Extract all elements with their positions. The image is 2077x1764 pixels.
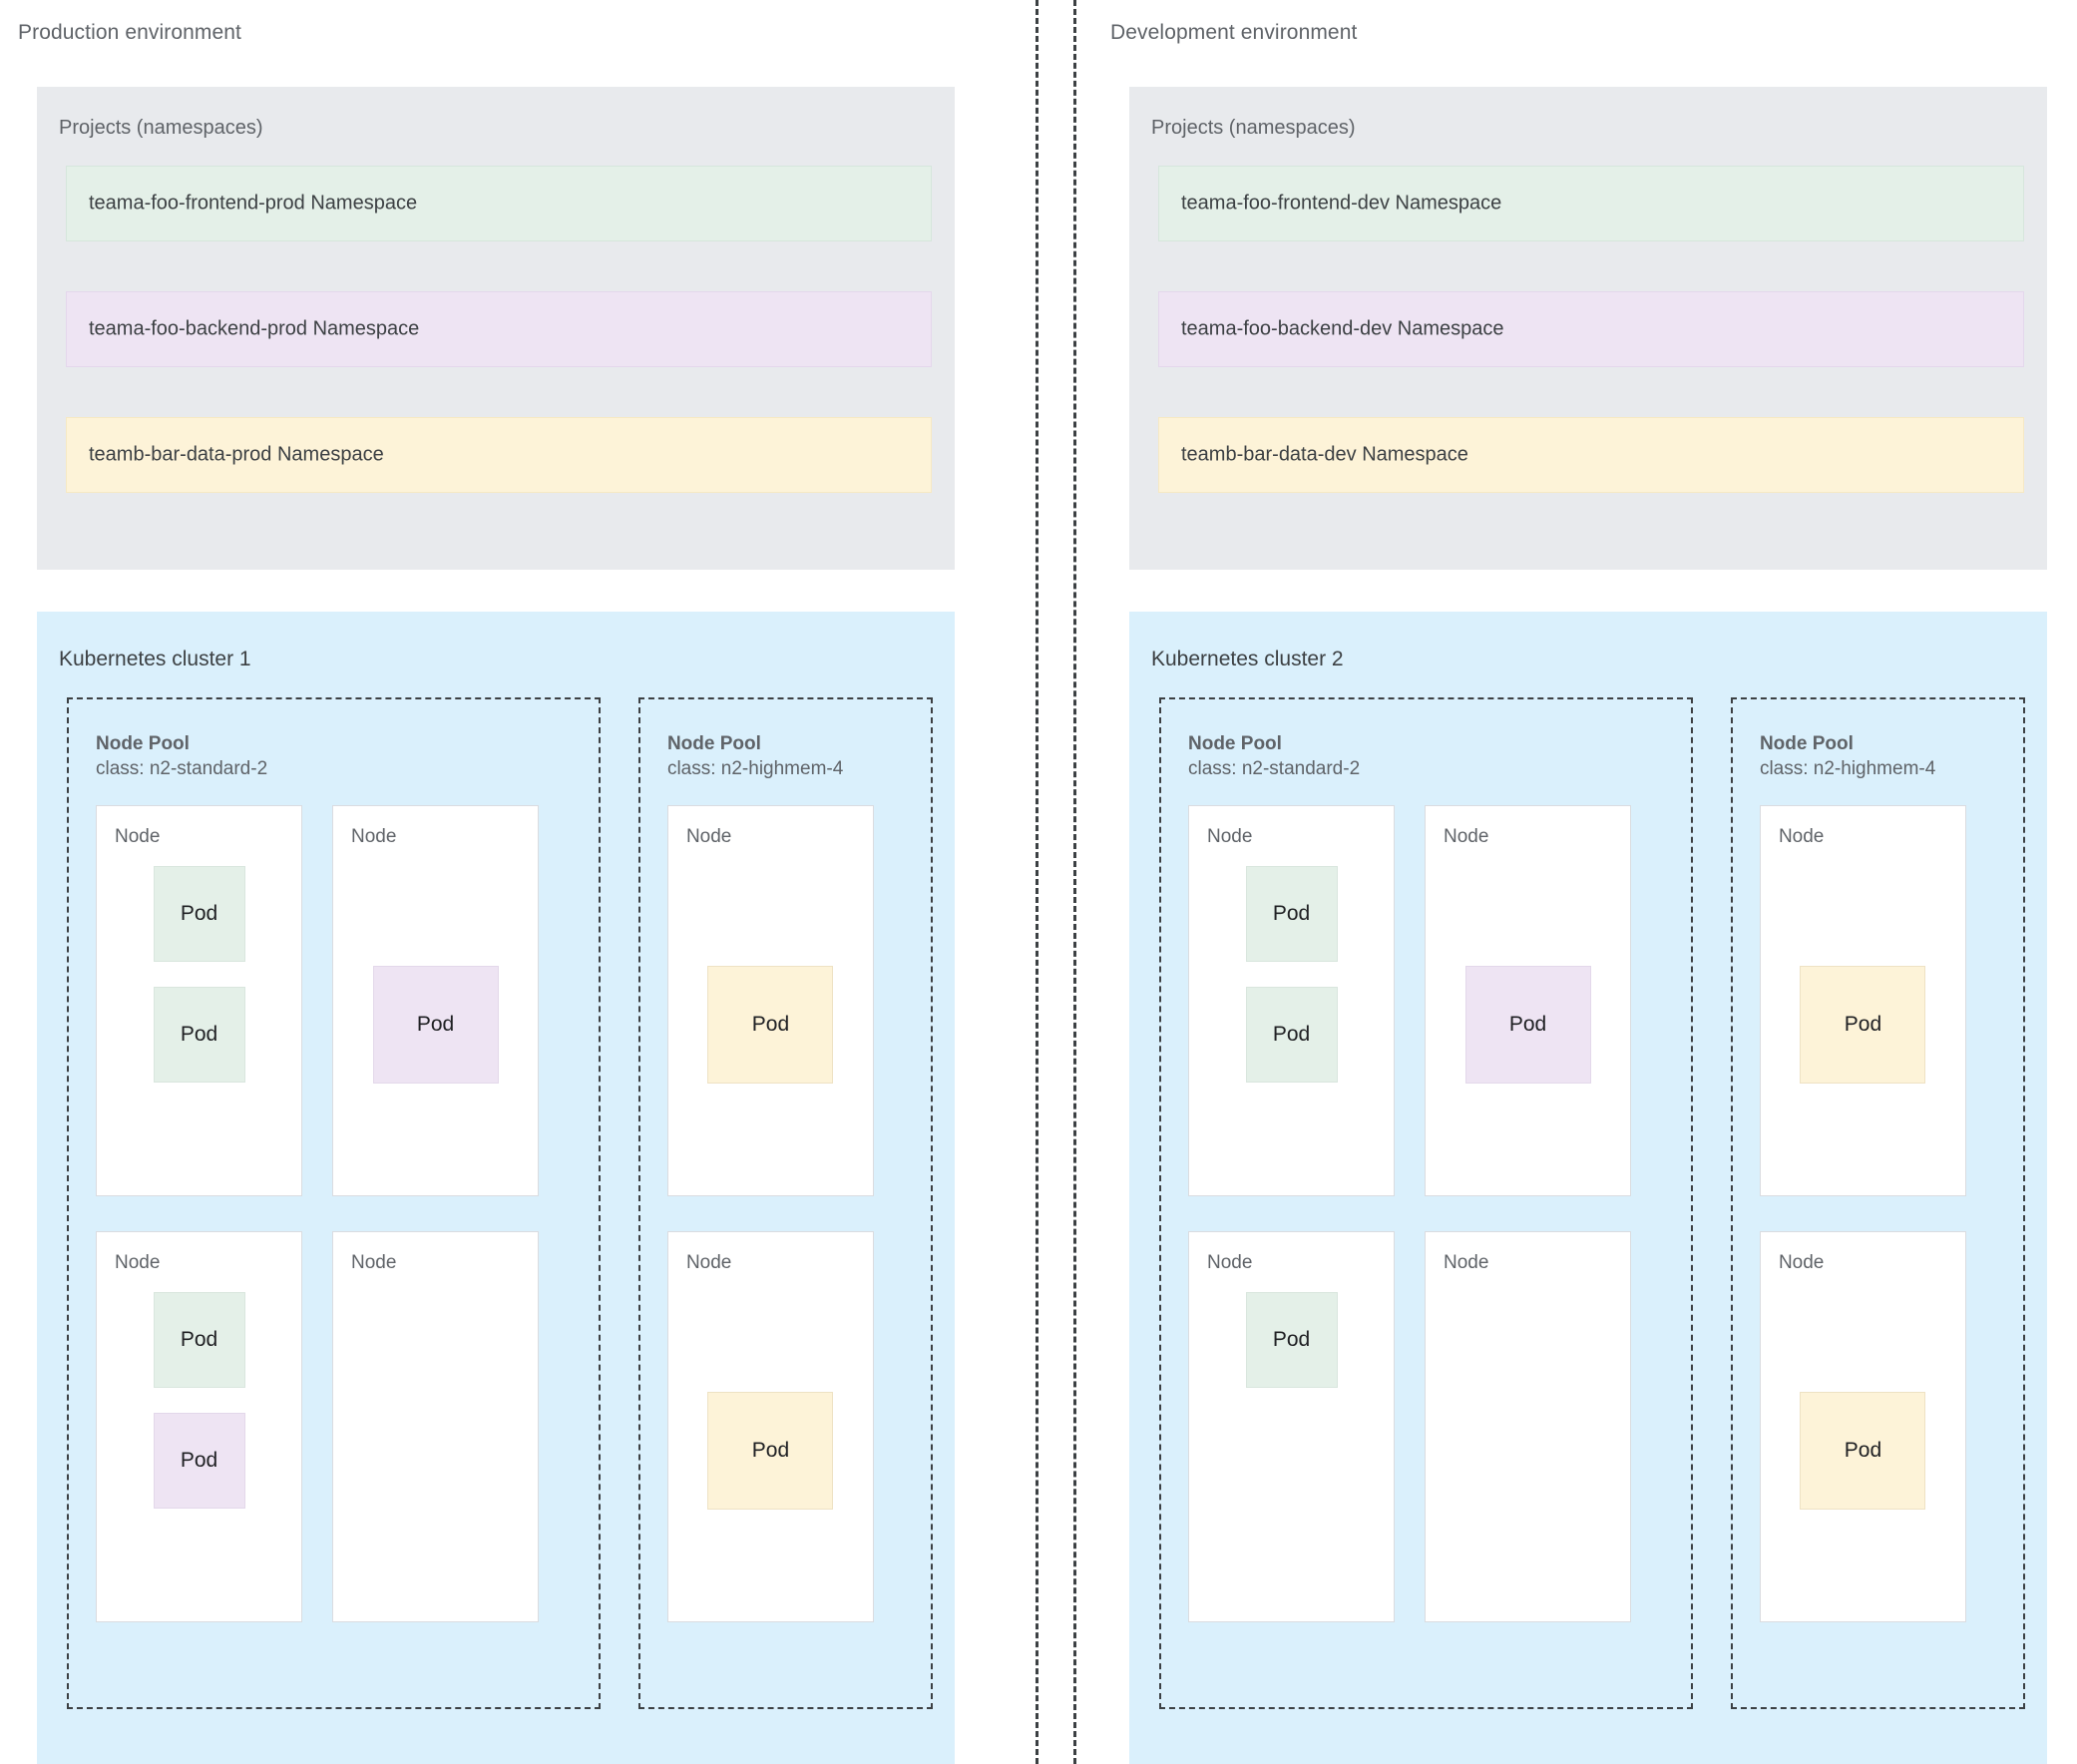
pod[interactable]: Pod (1245, 1292, 1338, 1388)
pod-list: Pod Pod (97, 1292, 301, 1609)
node-label: Node (351, 1252, 397, 1273)
node-label: Node (685, 826, 732, 847)
namespace-label: teama-foo-frontend-dev Namespace (1181, 192, 1502, 215)
node[interactable]: Node (332, 1231, 539, 1622)
namespace-label: teama-foo-backend-dev Namespace (1181, 317, 1504, 340)
node-pool-list: Node Pool class: n2-standard-2 Node Pod … (1159, 697, 2025, 1764)
node-label: Node (115, 1252, 161, 1273)
pod[interactable]: Pod (153, 1413, 245, 1509)
pod[interactable]: Pod (707, 1392, 834, 1510)
node-pool-class: class: n2-highmem-4 (666, 758, 844, 780)
node-grid: Node Pod Pod Node Pod (96, 805, 572, 1677)
namespace-item[interactable]: teama-foo-backend-dev Namespace (1158, 291, 2024, 367)
node[interactable]: Node Pod (666, 805, 874, 1196)
namespace-item[interactable]: teama-foo-frontend-dev Namespace (1158, 166, 2024, 241)
namespace-label: teama-foo-backend-prod Namespace (89, 317, 420, 340)
cluster-title: Kubernetes cluster 1 (59, 648, 251, 670)
pod[interactable]: Pod (707, 966, 834, 1084)
pod-list: Pod (1426, 866, 1630, 1183)
node[interactable]: Node Pod Pod (96, 1231, 302, 1622)
node-pool-name: Node Pool (1188, 733, 1282, 754)
namespace-list: teama-foo-frontend-dev Namespace teama-f… (1158, 166, 2024, 493)
node[interactable]: Node Pod Pod (1188, 805, 1395, 1196)
node[interactable]: Node Pod (1425, 805, 1631, 1196)
node[interactable]: Node Pod Pod (96, 805, 302, 1196)
pod[interactable]: Pod (153, 1292, 245, 1388)
node-pool-name: Node Pool (666, 733, 761, 754)
pod[interactable]: Pod (153, 987, 245, 1083)
pod-list (333, 1292, 538, 1609)
namespace-item[interactable]: teamb-bar-data-dev Namespace (1158, 417, 2024, 493)
pod[interactable]: Pod (1800, 966, 1926, 1084)
node-label: Node (1207, 826, 1253, 847)
node-label: Node (1778, 1252, 1825, 1273)
node-grid: Node Pod Pod Node Pod (1188, 805, 1664, 1677)
node-pool: Node Pool class: n2-standard-2 Node Pod … (67, 697, 601, 1709)
projects-title: Projects (namespaces) (1151, 117, 1356, 139)
node-pool: Node Pool class: n2-standard-2 Node Pod … (1159, 697, 1693, 1709)
node[interactable]: Node Pod (1188, 1231, 1395, 1622)
pod[interactable]: Pod (153, 866, 245, 962)
node[interactable]: Node Pod (666, 1231, 874, 1622)
namespace-item[interactable]: teamb-bar-data-prod Namespace (66, 417, 932, 493)
pod-list: Pod (668, 1292, 873, 1609)
node[interactable]: Node Pod (332, 805, 539, 1196)
pod[interactable]: Pod (1800, 1392, 1926, 1510)
node-label: Node (1444, 826, 1489, 847)
node-pool-header: Node Pool class: n2-highmem-4 (667, 731, 843, 781)
environment-production: Production environment Projects (namespa… (0, 0, 1008, 1764)
pod-list: Pod Pod (1189, 866, 1394, 1183)
namespace-label: teamb-bar-data-dev Namespace (1181, 443, 1468, 466)
namespace-list: teama-foo-frontend-prod Namespace teama-… (66, 166, 932, 493)
node-pool-name: Node Pool (96, 733, 190, 754)
pod-list: Pod (333, 866, 538, 1183)
node-pool-name: Node Pool (1759, 733, 1854, 754)
node-pool: Node Pool class: n2-highmem-4 Node Pod N… (1730, 697, 2025, 1709)
namespace-item[interactable]: teama-foo-backend-prod Namespace (66, 291, 932, 367)
node-pool-header: Node Pool class: n2-highmem-4 (1760, 731, 1935, 781)
projects-card: Projects (namespaces) teama-foo-frontend… (37, 87, 955, 570)
node-label: Node (115, 826, 161, 847)
node-grid: Node Pod Node Pod (1759, 805, 1996, 1677)
pod[interactable]: Pod (372, 966, 499, 1084)
environment-divider-left (1036, 0, 1038, 1764)
pod-list (1426, 1292, 1630, 1609)
pod[interactable]: Pod (1245, 866, 1338, 962)
environment-development: Development environment Projects (namesp… (1092, 0, 2077, 1764)
node-pool-list: Node Pool class: n2-standard-2 Node Pod … (67, 697, 933, 1764)
namespace-label: teamb-bar-data-prod Namespace (89, 443, 384, 466)
node-label: Node (351, 826, 397, 847)
pod-list: Pod (668, 866, 873, 1183)
node-label: Node (1444, 1252, 1489, 1273)
environment-divider-right (1073, 0, 1076, 1764)
environment-title: Development environment (1110, 21, 1358, 44)
namespace-item[interactable]: teama-foo-frontend-prod Namespace (66, 166, 932, 241)
node-pool-header: Node Pool class: n2-standard-2 (96, 731, 267, 781)
kubernetes-cluster-card: Kubernetes cluster 2 Node Pool class: n2… (1129, 612, 2047, 1764)
node-pool: Node Pool class: n2-highmem-4 Node Pod N… (637, 697, 933, 1709)
node-label: Node (685, 1252, 732, 1273)
environment-title: Production environment (18, 21, 241, 44)
pod[interactable]: Pod (1245, 987, 1338, 1083)
node-pool-class: class: n2-highmem-4 (1759, 758, 1936, 780)
pod-list: Pod (1761, 866, 1965, 1183)
node-label: Node (1207, 1252, 1253, 1273)
node[interactable]: Node (1425, 1231, 1631, 1622)
pod-list: Pod (1761, 1292, 1965, 1609)
pod[interactable]: Pod (1464, 966, 1591, 1084)
kubernetes-cluster-card: Kubernetes cluster 1 Node Pool class: n2… (37, 612, 955, 1764)
node-pool-class: class: n2-standard-2 (96, 758, 268, 780)
namespace-label: teama-foo-frontend-prod Namespace (89, 192, 418, 215)
projects-card: Projects (namespaces) teama-foo-frontend… (1129, 87, 2047, 570)
node[interactable]: Node Pod (1759, 805, 1966, 1196)
projects-title: Projects (namespaces) (59, 117, 263, 139)
node-grid: Node Pod Node Pod (666, 805, 904, 1677)
node[interactable]: Node Pod (1759, 1231, 1966, 1622)
node-pool-header: Node Pool class: n2-standard-2 (1188, 731, 1360, 781)
pod-list: Pod (1189, 1292, 1394, 1609)
cluster-title: Kubernetes cluster 2 (1151, 648, 1344, 670)
pod-list: Pod Pod (97, 866, 301, 1183)
node-pool-class: class: n2-standard-2 (1188, 758, 1361, 780)
node-label: Node (1778, 826, 1825, 847)
